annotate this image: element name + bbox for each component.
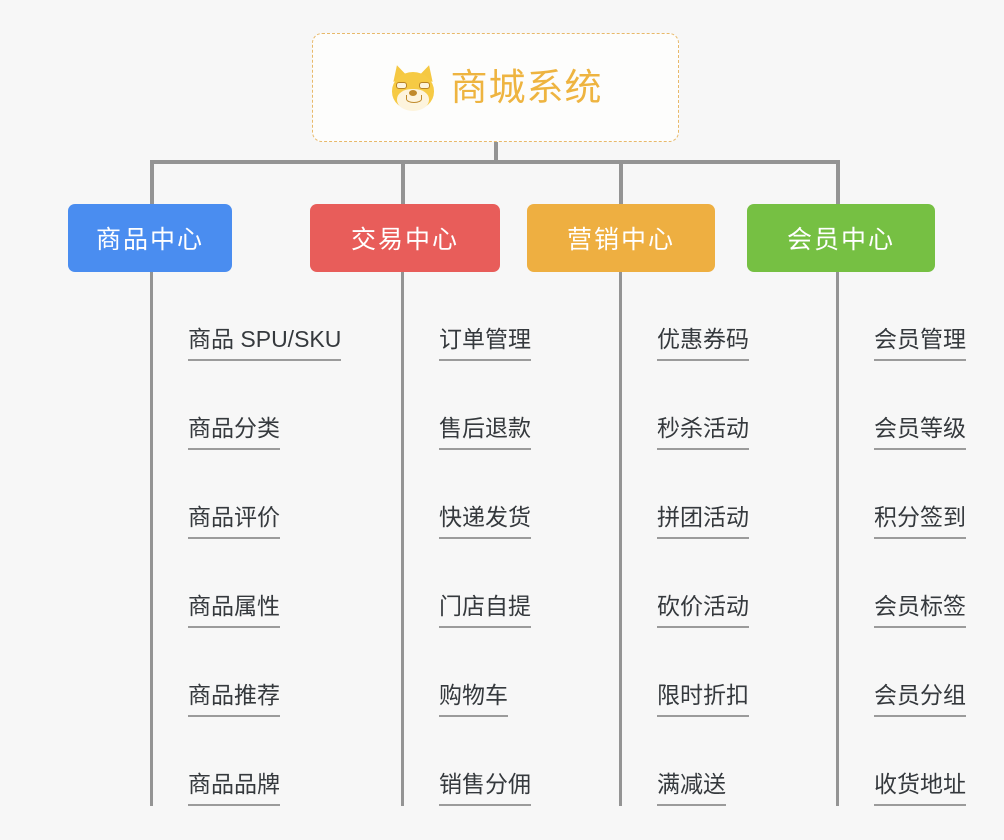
leaf-item-label: 购物车 bbox=[439, 682, 508, 717]
category-label: 交易中心 bbox=[350, 226, 459, 254]
branch-drop-connector-4 bbox=[836, 160, 840, 204]
category-box-1[interactable]: 商品中心 bbox=[68, 204, 232, 272]
leaf-item[interactable]: 收货地址 bbox=[836, 717, 966, 806]
category-label: 会员中心 bbox=[786, 226, 895, 254]
leaf-item-label: 限时折扣 bbox=[657, 682, 749, 717]
branch-spine bbox=[150, 272, 153, 806]
leaf-item[interactable]: 快递发货 bbox=[401, 450, 531, 539]
leaf-item[interactable]: 限时折扣 bbox=[619, 628, 749, 717]
category-box-3[interactable]: 营销中心 bbox=[527, 204, 715, 272]
leaf-item-label: 优惠券码 bbox=[657, 326, 749, 361]
leaf-item-label: 收货地址 bbox=[874, 771, 966, 806]
root-stem-connector bbox=[494, 142, 498, 164]
leaf-item-label: 会员等级 bbox=[874, 415, 966, 450]
category-label: 营销中心 bbox=[566, 226, 675, 254]
branch-spine bbox=[619, 272, 622, 806]
leaf-item[interactable]: 会员管理 bbox=[836, 272, 966, 361]
leaf-item-label: 满减送 bbox=[657, 771, 726, 806]
leaf-item[interactable]: 拼团活动 bbox=[619, 450, 749, 539]
category-box-4[interactable]: 会员中心 bbox=[747, 204, 935, 272]
leaf-item-label: 商品属性 bbox=[188, 593, 280, 628]
leaf-item[interactable]: 会员分组 bbox=[836, 628, 966, 717]
leaf-item-label: 会员分组 bbox=[874, 682, 966, 717]
leaf-item-label: 商品分类 bbox=[188, 415, 280, 450]
leaf-item-label: 快递发货 bbox=[439, 504, 531, 539]
leaf-item[interactable]: 购物车 bbox=[401, 628, 531, 717]
branch-spine bbox=[836, 272, 839, 806]
leaf-item-label: 销售分佣 bbox=[439, 771, 531, 806]
leaf-item-label: 商品品牌 bbox=[188, 771, 280, 806]
branch-drop-connector-2 bbox=[401, 160, 405, 204]
shiba-inu-icon bbox=[388, 62, 437, 111]
leaf-item-label: 砍价活动 bbox=[657, 593, 749, 628]
leaf-item[interactable]: 优惠券码 bbox=[619, 272, 749, 361]
leaf-item[interactable]: 积分签到 bbox=[836, 450, 966, 539]
branch-column-3: 优惠券码秒杀活动拼团活动砍价活动限时折扣满减送 bbox=[619, 272, 749, 806]
branch-drop-connector-1 bbox=[150, 160, 154, 204]
leaf-item[interactable]: 商品属性 bbox=[150, 539, 341, 628]
leaf-item[interactable]: 商品 SPU/SKU bbox=[150, 272, 342, 361]
leaf-item-label: 门店自提 bbox=[439, 593, 531, 628]
category-box-2[interactable]: 交易中心 bbox=[310, 204, 500, 272]
leaf-item-label: 商品推荐 bbox=[188, 682, 280, 717]
leaf-item-label: 会员管理 bbox=[874, 326, 966, 361]
leaf-item[interactable]: 商品评价 bbox=[150, 450, 341, 539]
leaf-item[interactable]: 订单管理 bbox=[401, 272, 531, 361]
leaf-item[interactable]: 商品推荐 bbox=[150, 628, 341, 717]
branch-spine bbox=[401, 272, 404, 806]
leaf-item[interactable]: 售后退款 bbox=[401, 361, 531, 450]
branch-column-4: 会员管理会员等级积分签到会员标签会员分组收货地址 bbox=[836, 272, 966, 806]
leaf-item[interactable]: 会员标签 bbox=[836, 539, 966, 628]
leaf-item-label: 拼团活动 bbox=[657, 504, 749, 539]
leaf-item[interactable]: 满减送 bbox=[619, 717, 749, 806]
leaf-item-label: 秒杀活动 bbox=[657, 415, 749, 450]
branch-drop-connector-3 bbox=[619, 160, 623, 204]
leaf-item[interactable]: 会员等级 bbox=[836, 361, 966, 450]
branch-column-1: 商品 SPU/SKU 商品分类商品评价商品属性商品推荐商品品牌 bbox=[150, 272, 342, 806]
root-title: 商城系统 bbox=[450, 67, 603, 108]
leaf-item[interactable]: 销售分佣 bbox=[401, 717, 531, 806]
leaf-item[interactable]: 门店自提 bbox=[401, 539, 531, 628]
leaf-item-label: 售后退款 bbox=[439, 415, 531, 450]
leaf-item[interactable]: 秒杀活动 bbox=[619, 361, 749, 450]
leaf-item[interactable]: 商品分类 bbox=[150, 361, 341, 450]
leaf-item-label: 商品评价 bbox=[188, 504, 280, 539]
leaf-item[interactable]: 砍价活动 bbox=[619, 539, 749, 628]
branch-bus-connector bbox=[150, 160, 840, 164]
category-label: 商品中心 bbox=[95, 226, 204, 254]
leaf-item[interactable]: 商品品牌 bbox=[150, 717, 341, 806]
leaf-item-label: 商品 SPU/SKU bbox=[188, 326, 342, 361]
leaf-item-label: 积分签到 bbox=[874, 504, 966, 539]
leaf-item-label: 订单管理 bbox=[439, 326, 531, 361]
root-node[interactable]: 商城系统 bbox=[312, 33, 679, 142]
branch-column-2: 订单管理售后退款快递发货门店自提购物车销售分佣 bbox=[401, 272, 531, 806]
leaf-item-label: 会员标签 bbox=[874, 593, 966, 628]
